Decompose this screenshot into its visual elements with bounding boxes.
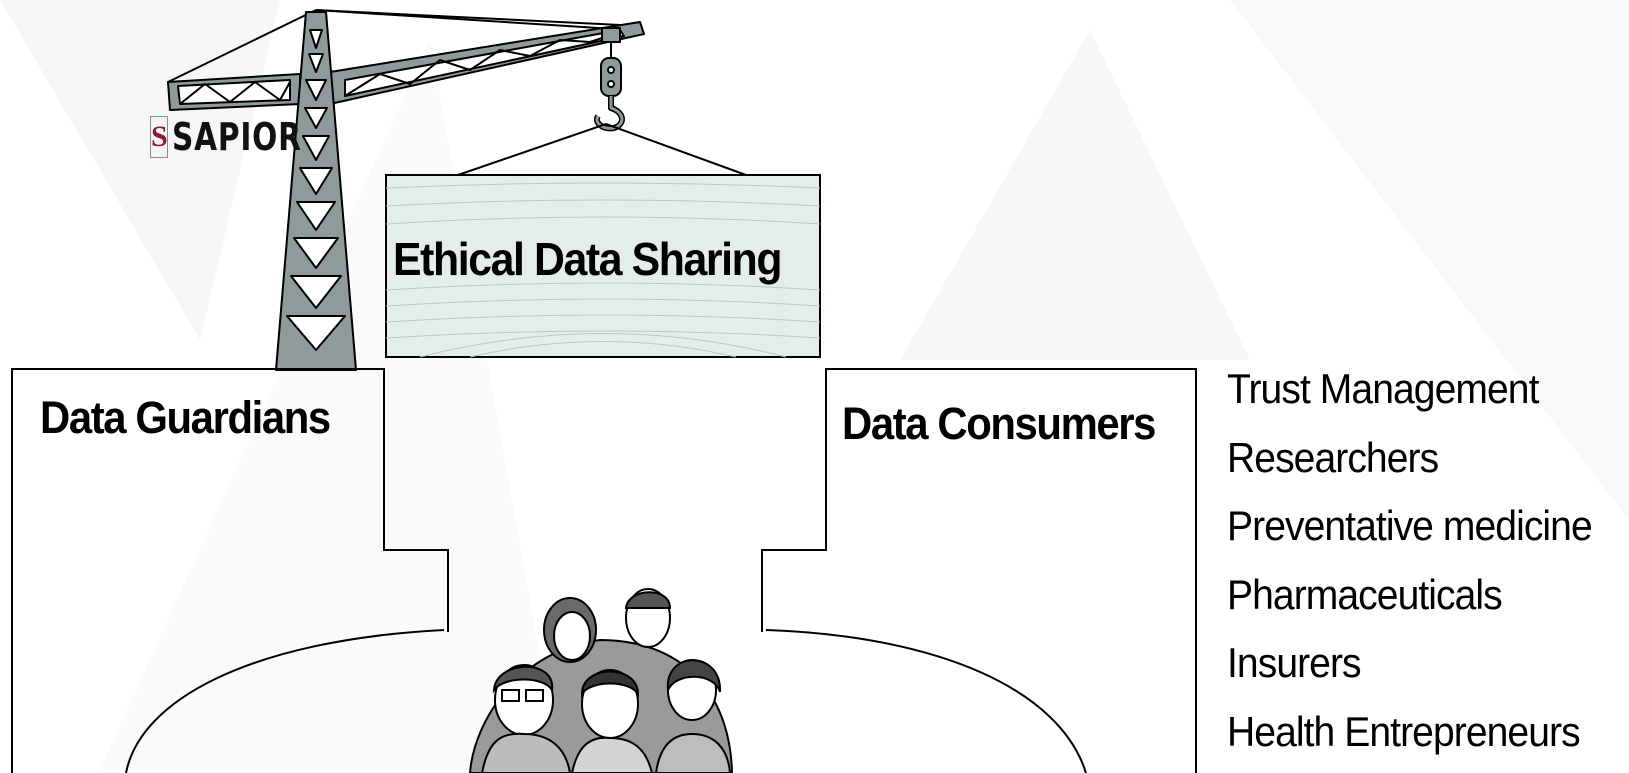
list-item: Health Entrepreneurs [1227, 707, 1581, 755]
sapior-logo: S SAPIOR [150, 114, 338, 160]
data-consumers-list: Trust Management Researchers Preventativ… [1227, 362, 1619, 773]
list-item: Insurers [1227, 639, 1362, 686]
list-item: Preventative medicine [1227, 502, 1593, 549]
sapior-logo-mark: S [150, 116, 168, 158]
data-guardians-title: Data Guardians [40, 392, 331, 443]
list-item: Pharmaceuticals [1227, 570, 1503, 618]
list-item: Trust Management [1227, 365, 1539, 412]
data-guardians-box [11, 368, 449, 773]
people-group-icon [468, 588, 734, 773]
population-ellipse [125, 629, 1087, 773]
sign-board [385, 174, 821, 358]
sign-title: Ethical Data Sharing [393, 233, 783, 285]
sapior-logo-text: SAPIOR [172, 115, 302, 159]
crane-icon [167, 9, 747, 371]
data-consumers-title: Data Consumers [842, 398, 1156, 449]
list-item: Researchers [1227, 433, 1439, 481]
data-consumers-box [761, 368, 1197, 773]
